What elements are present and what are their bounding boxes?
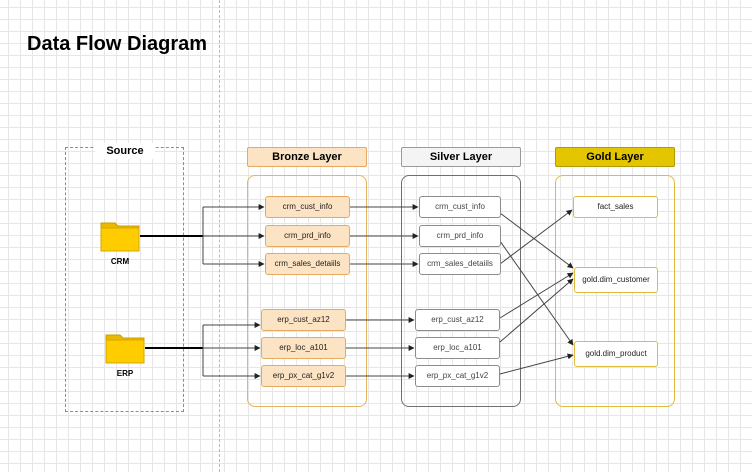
bronze-node-erp-px-cat-g1v2[interactable]: erp_px_cat_g1v2 [261, 365, 346, 387]
silver-layer-header: Silver Layer [401, 147, 521, 167]
bronze-node-crm-sales-details[interactable]: crm_sales_detaiils [265, 253, 350, 275]
crm-label: CRM [110, 257, 130, 266]
silver-node-erp-loc-a101[interactable]: erp_loc_a101 [415, 337, 500, 359]
silver-node-crm-cust-info[interactable]: crm_cust_info [419, 196, 501, 218]
bronze-layer-header: Bronze Layer [247, 147, 367, 167]
bronze-node-crm-prd-info[interactable]: crm_prd_info [265, 225, 350, 247]
bronze-layer-group [247, 175, 367, 407]
page-title: Data Flow Diagram [27, 33, 208, 55]
silver-node-crm-sales-details[interactable]: crm_sales_detaiils [419, 253, 501, 275]
silver-node-crm-prd-info[interactable]: crm_prd_info [419, 225, 501, 247]
crm-folder-icon [100, 222, 140, 252]
bronze-node-erp-loc-a101[interactable]: erp_loc_a101 [261, 337, 346, 359]
gold-node-fact-sales[interactable]: fact_sales [573, 196, 658, 218]
erp-label: ERP [116, 369, 134, 378]
gold-layer-header: Gold Layer [555, 147, 675, 167]
bronze-node-erp-cust-az12[interactable]: erp_cust_az12 [261, 309, 346, 331]
gold-node-dim-product[interactable]: gold.dim_product [574, 341, 658, 367]
erp-folder-icon [105, 334, 145, 364]
gold-node-dim-customer[interactable]: gold.dim_customer [574, 267, 658, 293]
silver-node-erp-cust-az12[interactable]: erp_cust_az12 [415, 309, 500, 331]
bronze-node-crm-cust-info[interactable]: crm_cust_info [265, 196, 350, 218]
source-label: Source [95, 143, 155, 159]
gold-layer-group [555, 175, 675, 407]
silver-node-erp-px-cat-g1v2[interactable]: erp_px_cat_g1v2 [415, 365, 500, 387]
silver-layer-group [401, 175, 521, 407]
